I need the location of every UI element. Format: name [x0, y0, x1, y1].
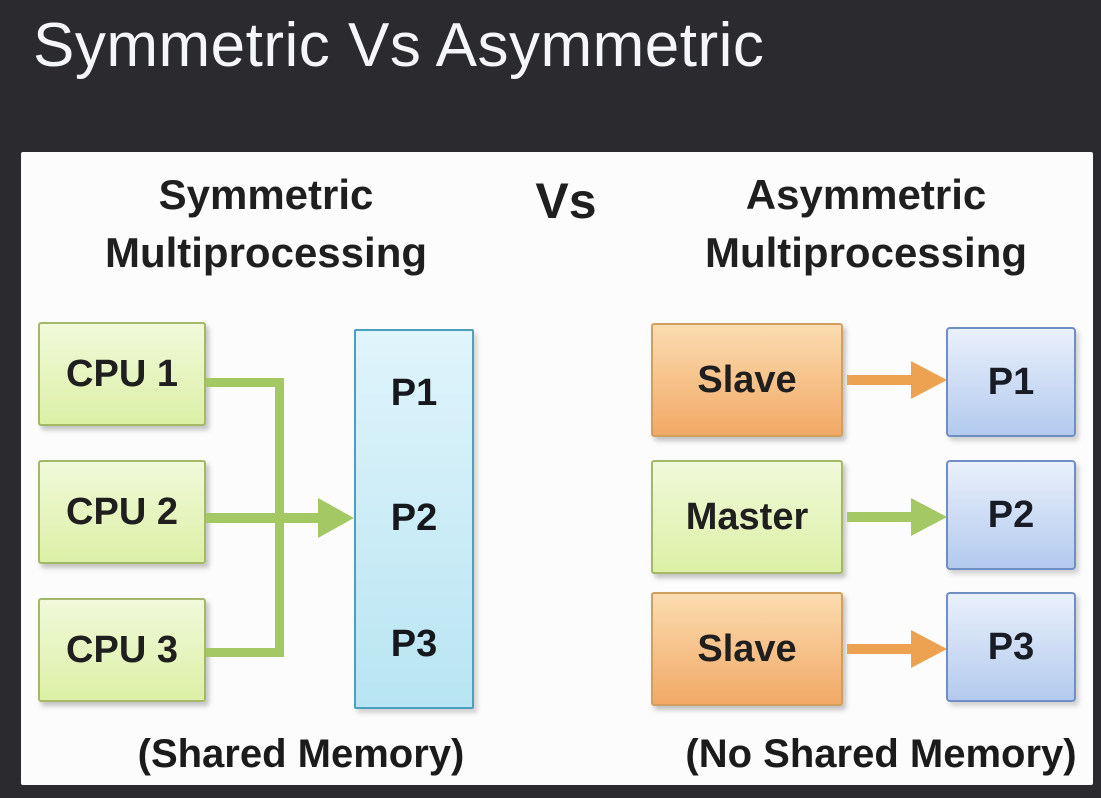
cpu2-label: CPU 2 — [66, 490, 178, 533]
asymmetric-heading: Asymmetric Multiprocessing — [651, 166, 1081, 282]
p1-label: P1 — [987, 360, 1035, 403]
master-arrow-shaft — [847, 512, 913, 522]
shared-memory-arrow-shaft — [206, 513, 319, 523]
no-shared-memory-caption: (No Shared Memory) — [685, 732, 1077, 776]
master-label: Master — [685, 495, 809, 538]
shared-memory-caption: (Shared Memory) — [137, 732, 465, 776]
slave2-arrow-icon — [911, 630, 947, 668]
memory-process-p1: P1 — [390, 372, 438, 415]
p3-label: P3 — [987, 625, 1035, 668]
cpu3-box: CPU 3 — [38, 598, 206, 702]
symmetric-heading-line2: Multiprocessing — [104, 229, 428, 276]
p2-label: P2 — [987, 493, 1035, 536]
vs-label: Vs — [535, 173, 597, 229]
slave2-arrow-shaft — [847, 644, 913, 654]
slave1-arrow-icon — [911, 361, 947, 399]
p2-box: P2 — [946, 460, 1076, 570]
shared-memory-box: P1 P2 P3 — [354, 329, 474, 709]
master-arrow-icon — [911, 498, 947, 536]
shared-memory-arrow-icon — [318, 498, 354, 538]
slave1-label: Slave — [697, 358, 797, 401]
cpu1-box: CPU 1 — [38, 322, 206, 426]
cpu1-label: CPU 1 — [66, 352, 178, 395]
p1-box: P1 — [946, 327, 1076, 437]
memory-process-p3: P3 — [390, 622, 438, 665]
asymmetric-heading-line2: Multiprocessing — [704, 229, 1028, 276]
asymmetric-heading-line1: Asymmetric — [745, 171, 987, 218]
symmetric-heading: Symmetric Multiprocessing — [51, 166, 481, 282]
comparison-diagram: Symmetric Multiprocessing Vs Asymmetric … — [21, 152, 1093, 785]
page-title: Symmetric Vs Asymmetric — [33, 11, 765, 80]
slave2-box: Slave — [651, 592, 843, 706]
memory-process-p2: P2 — [390, 497, 438, 540]
cpu2-box: CPU 2 — [38, 460, 206, 564]
cpu1-connector-line — [206, 378, 284, 387]
symmetric-heading-line1: Symmetric — [158, 171, 374, 218]
p3-box: P3 — [946, 592, 1076, 702]
slave1-box: Slave — [651, 323, 843, 437]
slave1-arrow-shaft — [847, 375, 913, 385]
slave2-label: Slave — [697, 627, 797, 670]
master-box: Master — [651, 460, 843, 574]
cpu3-label: CPU 3 — [66, 628, 178, 671]
cpu3-connector-line — [206, 648, 284, 657]
